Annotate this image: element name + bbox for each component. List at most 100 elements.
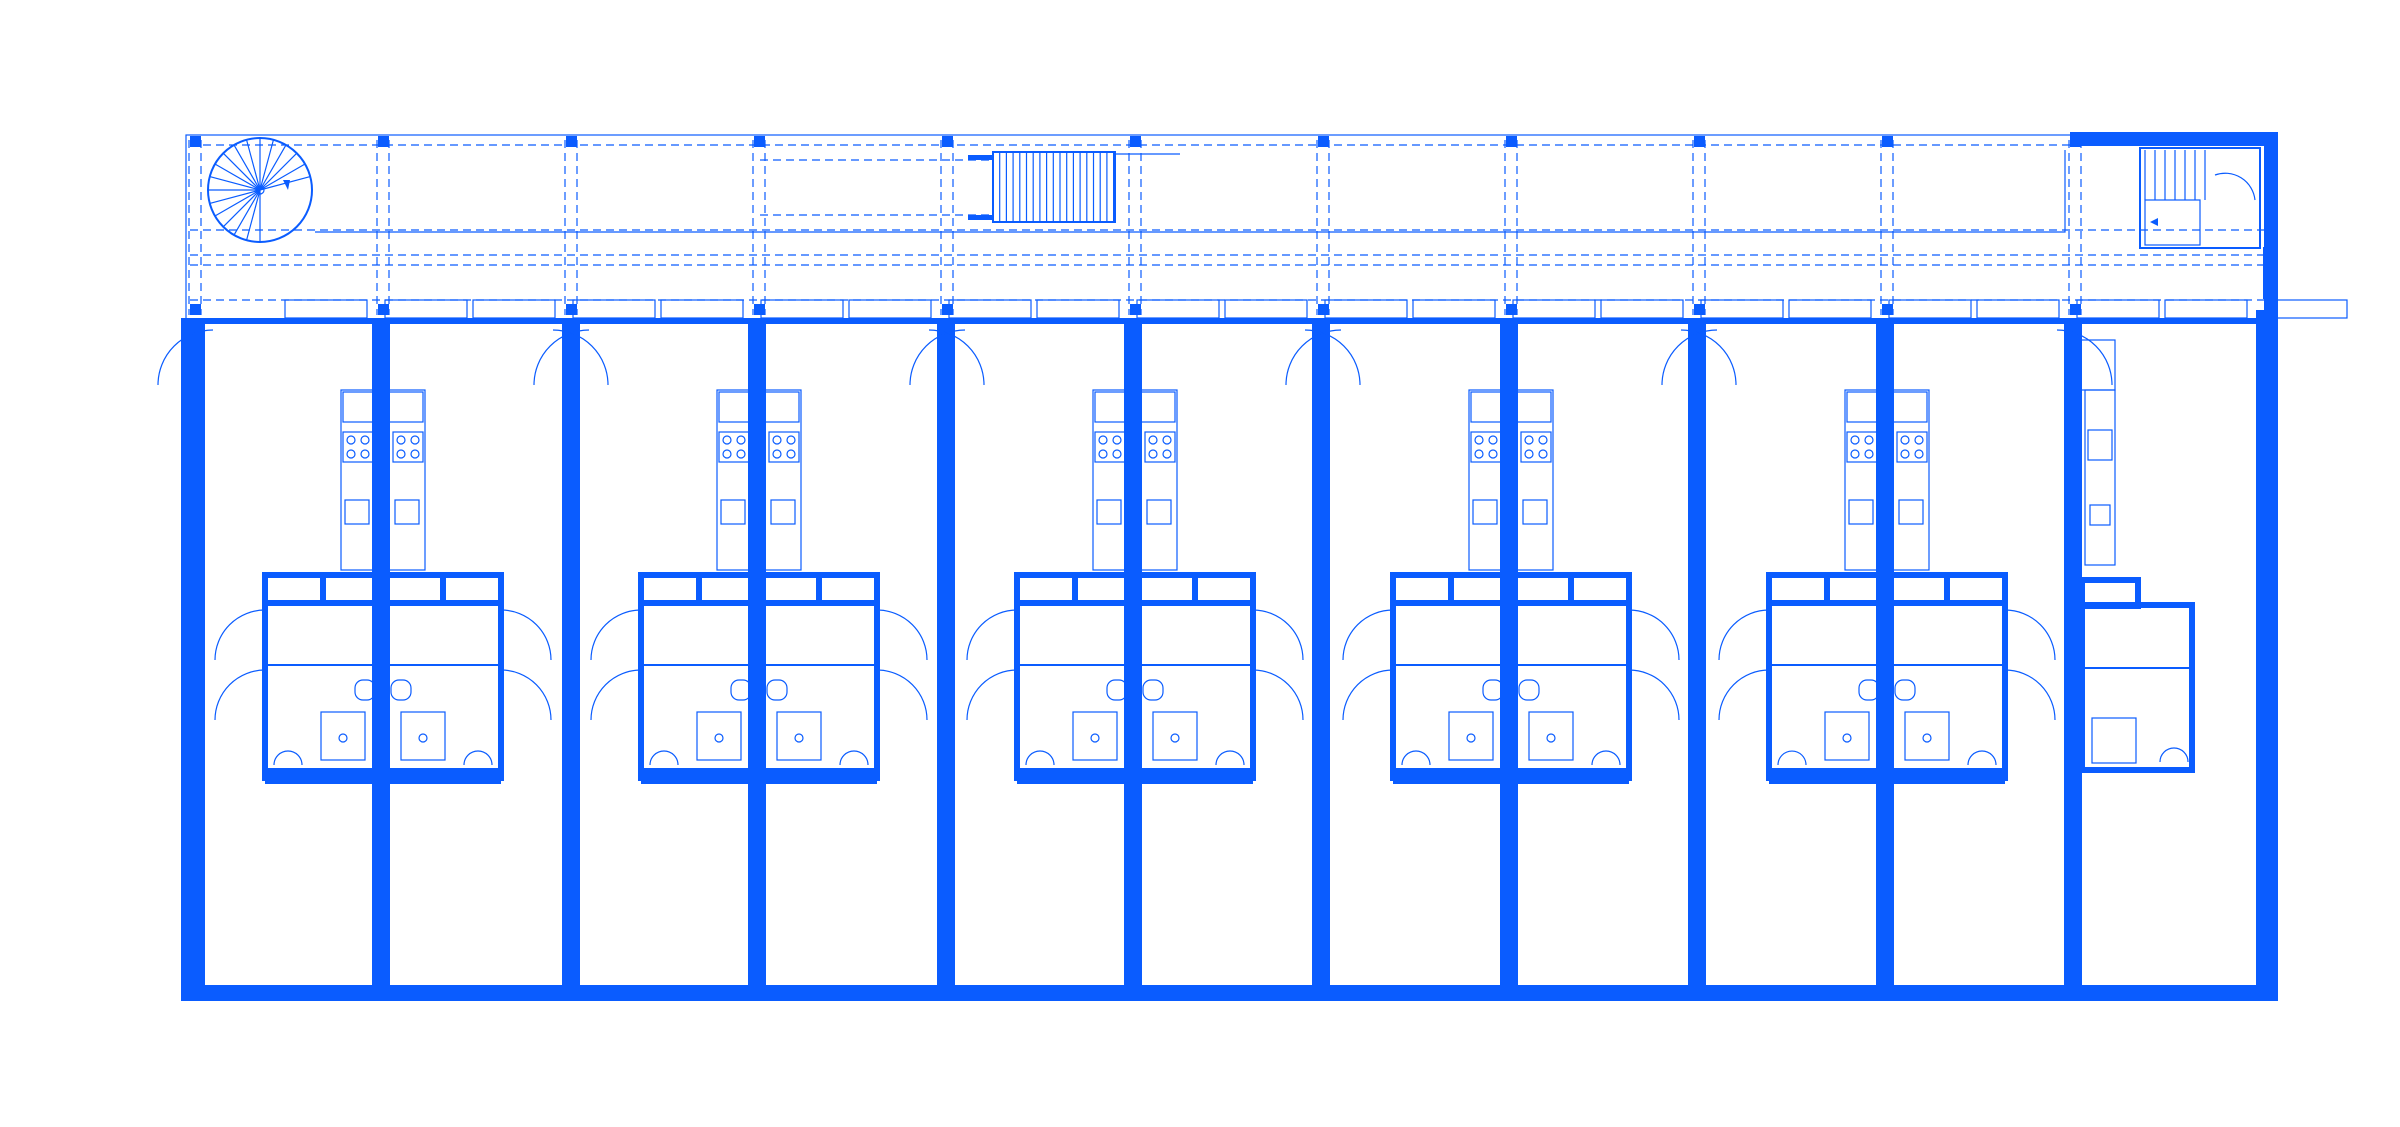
- gallery-column: [1318, 304, 1329, 315]
- hob-ring: [1914, 449, 1924, 459]
- toilet: [1142, 679, 1164, 701]
- door-swing: [500, 609, 552, 661]
- hob-ring: [396, 435, 406, 445]
- core-arrow: [2150, 218, 2158, 226]
- entry-door-swing: [909, 329, 966, 386]
- sink: [2089, 504, 2111, 526]
- hob: [1896, 431, 1928, 463]
- kitchen-counter: [1468, 389, 1554, 571]
- spiral-tread: [233, 189, 261, 236]
- spiral-tread: [209, 189, 261, 205]
- hob-ring: [1850, 435, 1860, 445]
- toilet: [1482, 679, 1504, 701]
- hob-ring: [772, 449, 782, 459]
- hob-ring: [1488, 449, 1498, 459]
- gallery-columns: [190, 136, 2081, 315]
- bathroom-base: [1769, 768, 2005, 784]
- bathroom-base: [641, 768, 877, 784]
- party-walls: [372, 322, 2082, 987]
- gallery-column: [566, 304, 577, 315]
- facade-window: [572, 299, 656, 319]
- shower: [320, 711, 366, 761]
- spiral-tread: [233, 144, 261, 191]
- side-window: [2263, 247, 2277, 299]
- fridge: [718, 391, 758, 423]
- closet: [2079, 339, 2116, 391]
- unit-last: [2079, 339, 2195, 773]
- stair-run: [992, 151, 1116, 223]
- hob-ring: [772, 435, 782, 445]
- toilet: [390, 679, 412, 701]
- spiral-tread: [245, 189, 261, 241]
- gallery-column: [2070, 304, 2081, 315]
- fridge: [760, 391, 800, 423]
- unit-cluster: [157, 329, 609, 784]
- apartment-units: [157, 329, 2195, 784]
- spiral-arrow: [283, 180, 290, 190]
- shower-drain: [1090, 733, 1100, 743]
- hob-ring: [786, 449, 796, 459]
- entry-door-swing: [1304, 329, 1361, 386]
- door-swing: [1628, 669, 1680, 721]
- shower-drain: [1842, 733, 1852, 743]
- sink: [344, 499, 370, 525]
- party-wall: [937, 322, 955, 987]
- side-windows: [182, 247, 2277, 938]
- unit-cluster: [1661, 329, 2113, 784]
- door-swing: [590, 609, 642, 661]
- shower-drain: [714, 733, 724, 743]
- facade-window: [472, 299, 556, 319]
- shower: [2091, 717, 2137, 764]
- facade-window: [660, 299, 744, 319]
- entry-door-swing: [533, 329, 590, 386]
- bottom-window: [613, 985, 715, 1000]
- sink: [1472, 499, 1498, 525]
- bottom-window: [1741, 985, 1843, 1000]
- hob-ring: [396, 449, 406, 459]
- door-swing: [1718, 669, 1770, 721]
- unit-cluster: [533, 329, 985, 784]
- hob-ring: [1914, 435, 1924, 445]
- gallery-column: [1882, 304, 1893, 315]
- hob-ring: [1538, 449, 1548, 459]
- door-swing: [214, 669, 266, 721]
- shower: [1072, 711, 1118, 761]
- unit-cluster: [1285, 329, 1737, 784]
- gallery-beam-lines: [188, 140, 2270, 315]
- sink: [1096, 499, 1122, 525]
- door-swing: [214, 609, 266, 661]
- facade-window: [1036, 299, 1120, 319]
- bathroom-base: [1017, 768, 1253, 784]
- facade-window: [284, 299, 368, 319]
- facade-window: [384, 299, 468, 319]
- washbasin: [839, 750, 869, 766]
- gallery-column: [1318, 136, 1329, 147]
- facade-window: [2164, 299, 2248, 319]
- door-swing: [966, 669, 1018, 721]
- entry-door-swing: [1680, 329, 1737, 386]
- shower: [1448, 711, 1494, 761]
- hob-ring: [722, 449, 732, 459]
- hob-ring: [1112, 435, 1122, 445]
- gallery-column: [378, 136, 389, 147]
- door-swing: [1718, 609, 1770, 661]
- facade-window: [1788, 299, 1872, 319]
- stair-landing: [968, 155, 992, 160]
- hob: [2087, 429, 2113, 461]
- hob-ring: [736, 435, 746, 445]
- fridge: [1470, 391, 1510, 423]
- entry-door-swing: [1285, 329, 1342, 386]
- hob: [392, 431, 424, 463]
- gallery-column: [190, 304, 201, 315]
- toilet: [730, 679, 752, 701]
- core-winder: [2214, 172, 2256, 201]
- gallery-column: [1130, 304, 1141, 315]
- door-swing: [876, 669, 928, 721]
- fridge: [1094, 391, 1134, 423]
- bottom-window: [237, 985, 339, 1000]
- toilet: [1894, 679, 1916, 701]
- gallery-column: [1694, 136, 1705, 147]
- spiral-tread: [209, 175, 261, 191]
- hob-ring: [360, 449, 370, 459]
